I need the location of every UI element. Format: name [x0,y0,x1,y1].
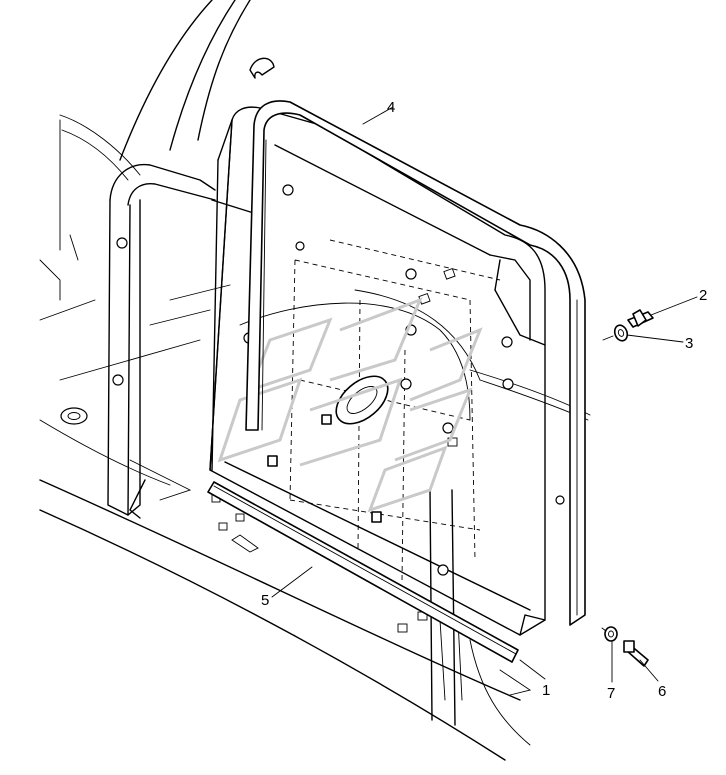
callout-5: 5 [261,592,269,609]
callout-4: 4 [387,99,395,116]
callout-labels: 4 2 3 5 1 7 6 [261,99,707,702]
callout-7: 7 [607,685,615,702]
leader-lines [271,106,698,683]
bolt-upper [613,309,654,342]
callout-6: 6 [658,683,666,700]
bottom-strip [207,481,519,663]
bolt-lower [604,626,649,667]
cab-structure [39,0,591,761]
watermark-emblem [217,297,483,513]
door-seal [245,100,586,626]
callout-1: 1 [542,682,550,699]
door-frame-post [107,163,456,726]
door-panel [209,106,565,636]
callout-2: 2 [699,287,707,304]
callout-3: 3 [685,335,693,352]
